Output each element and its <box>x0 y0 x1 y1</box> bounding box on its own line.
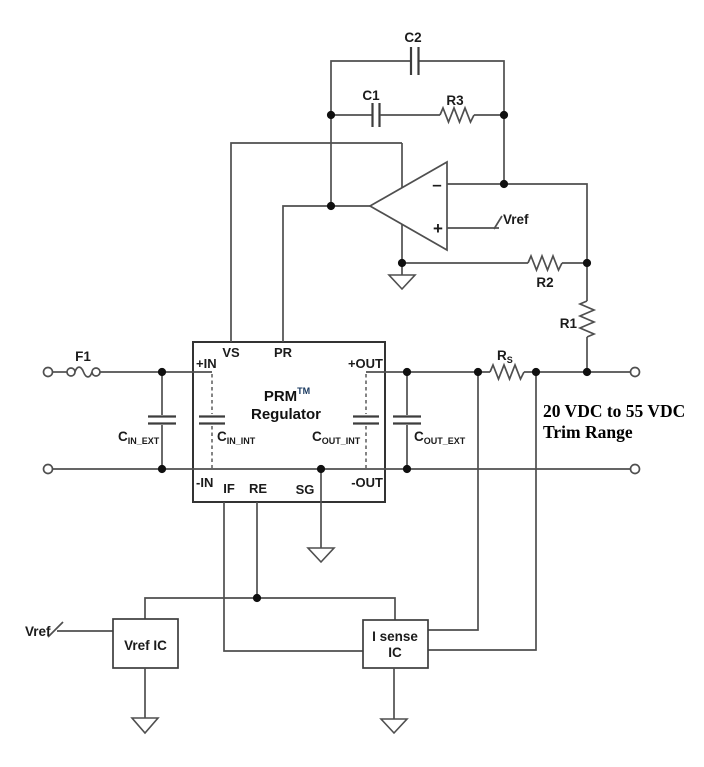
junction-dot <box>402 367 412 377</box>
wire-c2-right <box>419 60 505 115</box>
pin-label-plus-out: +OUT <box>348 356 383 371</box>
c2-label: C2 <box>404 30 421 45</box>
junction-dots <box>157 110 592 603</box>
vref-source-tick-mark <box>47 621 64 638</box>
r2-resistor <box>527 253 563 273</box>
prm-block-outline <box>192 341 386 503</box>
trim-range-note: 20 VDC to 55 VDC Trim Range <box>543 401 685 442</box>
isense-ic-block <box>362 619 429 669</box>
junction-dot <box>316 464 326 474</box>
f1-label: F1 <box>75 349 91 364</box>
input-section: F1 CIN_EXT <box>42 349 631 475</box>
wire-pr-to-opamp-output <box>282 205 370 342</box>
pin-label-if: IF <box>223 481 235 496</box>
fuse-contact <box>66 367 76 377</box>
error-amplifier: – + Vref R2 R1 <box>230 142 597 372</box>
junction-dot <box>473 367 483 377</box>
junction-dot <box>252 593 262 603</box>
fuse-f1-element <box>74 366 93 378</box>
junction-dot <box>402 464 412 474</box>
junction-dot <box>582 258 592 268</box>
pin-label-vs: VS <box>222 345 240 360</box>
junction-dot <box>499 110 509 120</box>
r1-resistor <box>577 300 597 338</box>
wire-c2-left <box>330 60 410 115</box>
junction-dot <box>499 179 509 189</box>
wire-sense-left <box>428 372 479 631</box>
cin-int-label: CIN_INT <box>217 429 256 446</box>
output-terminal-positive <box>629 366 641 378</box>
op-amp-triangle <box>368 160 448 252</box>
vref-ic-block <box>112 618 179 669</box>
pin-label-pr: PR <box>274 345 293 360</box>
vref-tick-mark <box>493 215 503 230</box>
trim-range-line1: 20 VDC to 55 VDC <box>543 401 685 421</box>
r1-label: R1 <box>560 316 578 331</box>
vref-ic-label: Vref IC <box>124 638 167 653</box>
junction-dot <box>157 464 167 474</box>
isense-ic-label-line2: IC <box>388 645 402 660</box>
prm-block-title: PRMTM <box>264 386 310 405</box>
input-terminal-positive <box>42 366 54 378</box>
junction-dot <box>582 367 592 377</box>
junction-dot <box>397 258 407 268</box>
prm-block-title-line2: Regulator <box>251 406 321 423</box>
trim-range-line2: Trim Range <box>543 422 633 442</box>
output-section: RS COUT_EXT 20 VDC to 55 VDC Trim Range <box>366 348 685 651</box>
ground-symbol-isense-ic <box>379 718 409 735</box>
junction-dot <box>326 110 336 120</box>
pin-label-minus-out: -OUT <box>351 475 383 490</box>
cin-ext-label: CIN_EXT <box>118 429 160 446</box>
wire-vs-up <box>230 142 402 342</box>
pin-label-minus-in: -IN <box>196 475 213 490</box>
prm-block-internals: CIN_INT COUT_INT +IN VS PR +OUT -IN IF R… <box>196 345 383 564</box>
r3-resistor <box>439 105 475 125</box>
junction-dot <box>326 201 336 211</box>
wire-if-to-isense <box>223 502 363 652</box>
junction-dot <box>531 367 541 377</box>
pin-label-re: RE <box>249 481 267 496</box>
wire-inverting-input <box>447 183 588 263</box>
input-terminal-negative <box>42 463 54 475</box>
ground-symbol-vref-ic <box>130 717 160 735</box>
control-ics: Vref Vref IC I sense IC <box>25 502 429 735</box>
rs-label: RS <box>497 348 513 365</box>
pin-label-sg: SG <box>296 482 315 497</box>
feedback-network: C2 C1 R3 <box>330 30 505 206</box>
op-amp-plus-sign: + <box>433 219 443 238</box>
wire-vrefic-to-isense <box>144 597 396 620</box>
pin-label-plus-in: +IN <box>196 356 217 371</box>
c1-label: C1 <box>362 88 380 103</box>
junction-dot <box>157 367 167 377</box>
vref-input-label: Vref <box>503 212 529 227</box>
output-terminal-negative <box>629 463 641 475</box>
op-amp-minus-sign: – <box>432 175 441 194</box>
cout-int-label: COUT_INT <box>312 429 361 446</box>
fuse-contact <box>91 367 101 377</box>
r2-label: R2 <box>536 275 553 290</box>
cout-ext-label: COUT_EXT <box>414 429 466 446</box>
rs-resistor <box>489 362 525 382</box>
r3-label: R3 <box>446 93 464 108</box>
ground-symbol-opamp <box>387 274 417 291</box>
wire-sense-right <box>428 372 537 651</box>
vref-source-label: Vref <box>25 624 51 639</box>
prm-regulator-block <box>192 341 386 503</box>
ground-symbol-sg <box>306 547 336 564</box>
isense-ic-label-line1: I sense <box>372 629 418 644</box>
